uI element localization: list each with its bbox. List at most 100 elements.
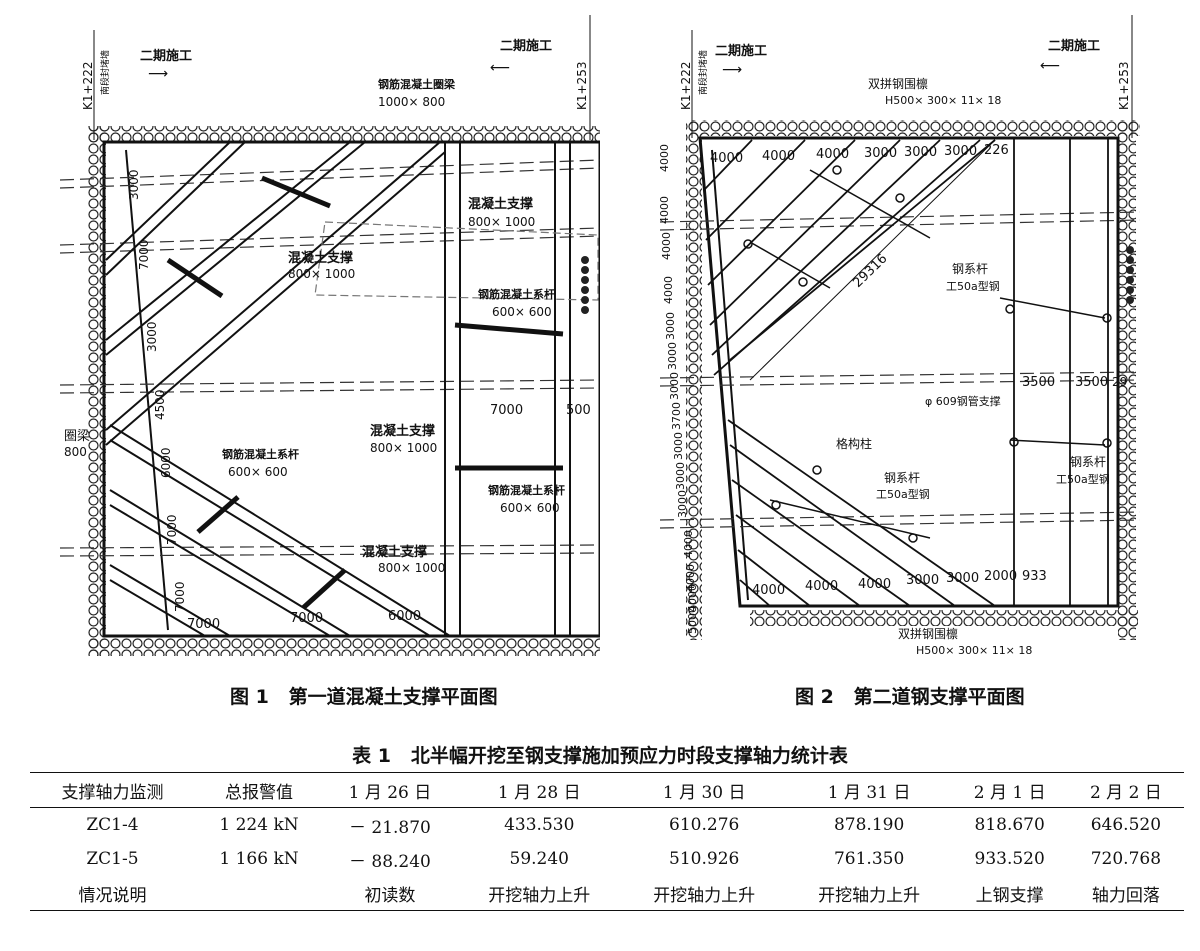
label-waler-top-size: H500× 300× 11× 18 (885, 94, 1001, 107)
label-dim-3500a: 3500 (1022, 375, 1055, 390)
vertical-struts (444, 142, 571, 636)
left-dim-10: 3000 (674, 462, 687, 490)
label-pipe: φ 609钢管支撑 (925, 394, 1001, 408)
label-tie-right-name: 钢系杆 (1070, 455, 1106, 469)
dim-4500: 4500 (153, 389, 167, 420)
label-tie-c-size: 600× 600 (500, 501, 560, 515)
table-cell: － 88.240 (348, 851, 431, 872)
table-cell: 开挖轴力上升 (653, 885, 756, 906)
label-dim-3500b: 3500 (1075, 375, 1108, 390)
label-tie-right-spec: 工50a型钢 (1056, 472, 1110, 486)
label-strut-b-name: 混凝土支撑 (288, 250, 353, 266)
bottom-dim-1: 4000 (752, 583, 785, 598)
left-dim-6: 3000 (666, 342, 679, 370)
table-title: 表 1 北半幅开挖至钢支撑施加预应力时段支撑轴力统计表 (352, 745, 848, 767)
label-phase2-a: 二期施工 (140, 48, 192, 64)
dim-3000a: 3000 (127, 169, 141, 200)
arrow-left-b-2: ⟵ (1040, 58, 1060, 74)
figure-2-drawing: K1+222 南段封堵墙 K1+253 二期施工 ⟶ 二期施工 ⟵ 双拼钢围檩 … (600, 0, 1200, 680)
steel-struts-upper (703, 139, 996, 376)
dim-7000f: 7000 (290, 611, 323, 626)
label-tie-top-spec: 工50a型钢 (946, 279, 1000, 293)
diagonal-struts (105, 141, 451, 637)
label-ring-beam-left-size: 800 (64, 445, 87, 459)
inner-left-edge (711, 149, 749, 601)
dim-7000a: 7000 (137, 239, 151, 270)
table-cell: 761.350 (833, 849, 905, 869)
label-strut-c-name: 混凝土支撑 (370, 423, 435, 439)
bottom-dimensions: 4000 4000 4000 3000 3000 2000 933 (752, 569, 1047, 598)
label-left-station-note-2: 南段封堵墙 (697, 50, 709, 95)
table-header-row: 支撑轴力监测 总报警值 1 月 26 日 1 月 28 日 1 月 30 日 1… (30, 772, 1184, 808)
label-tie-b-size: 600× 600 (228, 465, 288, 479)
table-cell: 开挖轴力上升 (818, 885, 921, 906)
rebar-marks-2 (1126, 246, 1134, 304)
top-dim-4: 3000 (864, 146, 897, 161)
table-row: ZC1-5 1 166 kN － 88.240 59.240 510.926 7… (30, 842, 1184, 876)
dim-7000b: 7000 (165, 514, 179, 545)
table-row: ZC1-4 1 224 kN － 21.870 433.530 610.276 … (30, 808, 1184, 843)
label-tie-c-name: 钢筋混凝土系杆 (488, 483, 565, 497)
arrow-right-a: ⟶ (148, 66, 168, 82)
table-cell: 上钢支撑 (975, 885, 1044, 906)
table-cell: 1 224 kN (219, 815, 299, 835)
ring-beam (102, 140, 602, 638)
label-dim-29: 29 (1112, 375, 1127, 389)
label-strut-d-size: 800× 1000 (378, 561, 445, 575)
pile-wall-bottom (90, 638, 600, 656)
left-dim-9: 3000 (672, 432, 685, 460)
label-tie-top-name: 钢系杆 (952, 262, 988, 276)
steel-waler (698, 136, 1120, 608)
left-dim-5: 3000 (664, 312, 677, 340)
left-dim-4: 4000 (662, 276, 675, 304)
left-dim-11: 3000 (676, 490, 689, 518)
dim-3000b: 3000 (145, 321, 159, 352)
label-right-station: K1+253 (575, 62, 589, 110)
left-dimensions: 4000 4000 4000 4000 3000 3000 3000 3700 … (658, 144, 699, 634)
vertical-struts-2 (1013, 138, 1109, 606)
arrow-left-b: ⟵ (490, 60, 510, 76)
label-tie-a-name: 钢筋混凝土系杆 (478, 287, 555, 301)
header-cell: 1 月 31 日 (827, 782, 911, 803)
label-ring-beam-size: 1000× 800 (378, 95, 445, 109)
figure-1-svg: K1+222 南段封堵墙 K1+253 二期施工 ⟶ 二期施工 ⟵ 钢筋混凝土圈… (59, 15, 602, 656)
label-waler-bottom-name: 双拼钢围檩 (898, 626, 958, 641)
diag-dimension-line (749, 139, 996, 381)
left-dim-1: 4000 (658, 144, 671, 172)
table-cell: 轴力回落 (1091, 885, 1160, 906)
figure-2-svg: K1+222 南段封堵墙 K1+253 二期施工 ⟶ 二期施工 ⟵ 双拼钢围檩 … (658, 15, 1141, 657)
dashed-outline (314, 221, 599, 301)
header-cell: 支撑轴力监测 (61, 782, 164, 803)
left-dim-13: 4000 (684, 564, 697, 592)
rebar-marks (581, 256, 589, 314)
table-cell (195, 876, 323, 911)
label-column: 格构柱 (836, 436, 872, 451)
dim-7000e: 7000 (187, 617, 220, 632)
ring-beam-inner-left (125, 149, 169, 631)
pile-wall-left (88, 126, 106, 656)
table-cell: 610.276 (669, 815, 740, 835)
pile-wall-top-2 (690, 120, 1140, 136)
bottom-dim-3: 4000 (858, 577, 891, 592)
label-strut-a-size: 800× 1000 (468, 215, 535, 229)
label-strut-c-size: 800× 1000 (370, 441, 437, 455)
bottom-dim-5: 3000 (946, 571, 979, 586)
table-cell: 初读数 (364, 885, 416, 906)
label-left-station: K1+222 (81, 62, 95, 110)
label-phase2-b: 二期施工 (500, 38, 552, 54)
label-left-station-2: K1+222 (679, 62, 693, 110)
label-tie-b-name: 钢筋混凝土系杆 (222, 447, 299, 461)
table-cell: 1 166 kN (219, 849, 299, 869)
axial-force-table: 支撑轴力监测 总报警值 1 月 26 日 1 月 28 日 1 月 30 日 1… (30, 772, 1184, 911)
dim-6000b: 6000 (388, 609, 421, 624)
table-cell: 510.926 (669, 849, 740, 869)
label-phase2-a-2: 二期施工 (715, 43, 767, 59)
label-ring-beam-name: 钢筋混凝土圈梁 (378, 77, 456, 91)
header-cell: 2 月 1 日 (973, 782, 1046, 803)
label-waler-top-name: 双拼钢围檩 (868, 76, 928, 91)
table-row: 情况说明 初读数 开挖轴力上升 开挖轴力上升 开挖轴力上升 上钢支撑 轴力回落 (30, 876, 1184, 911)
bottom-dim-4: 3000 (906, 573, 939, 588)
label-strut-d-name: 混凝土支撑 (362, 544, 427, 560)
label-tie-mid-name: 钢系杆 (884, 471, 920, 485)
steel-ties (749, 169, 1106, 539)
